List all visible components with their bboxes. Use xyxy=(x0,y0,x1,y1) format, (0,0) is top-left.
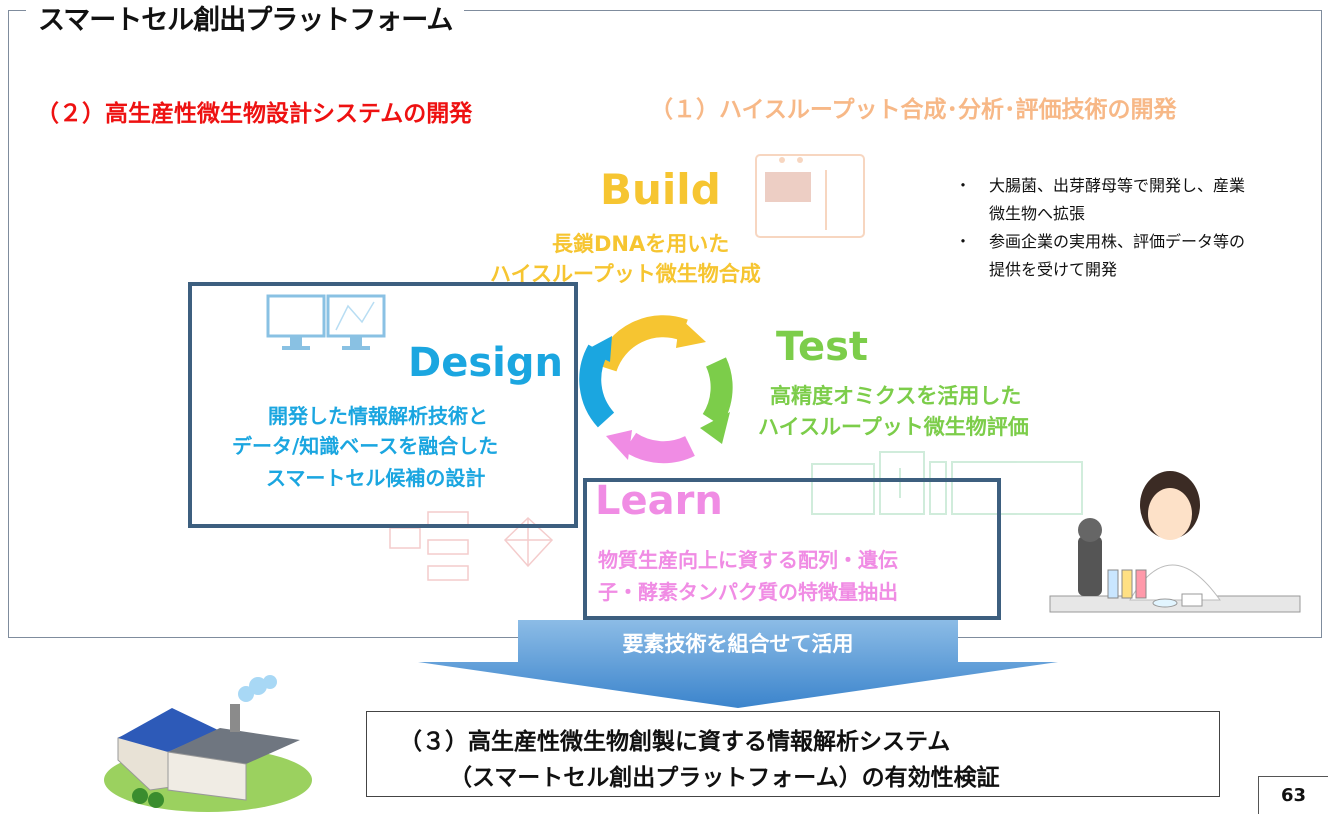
pdca-cycle xyxy=(579,315,733,464)
bullet-mark: ・ xyxy=(955,176,972,195)
arrow-label: 要素技術を組合せて活用 xyxy=(622,632,854,656)
design-heading: Design xyxy=(408,340,563,386)
result-line1: （３）高生産性微生物創製に資する情報解析システム xyxy=(399,729,951,755)
bullet-text: 参画企業の実用株、評価データ等の提供を受けて開発 xyxy=(989,232,1246,279)
combine-arrow xyxy=(418,620,1058,708)
page-number-box: 63 xyxy=(1258,776,1328,814)
lab-equipment-icon xyxy=(811,451,1083,515)
learn-heading: Learn xyxy=(595,478,723,524)
section-2-heading: （２）高生産性微生物設計システムの開発 xyxy=(36,101,473,127)
monitors-icon xyxy=(266,294,386,350)
bullet-text: 大腸菌、出芽酵母等で開発し、産業微生物へ拡張 xyxy=(989,176,1246,223)
bullet-list: ・ 大腸菌、出芽酵母等で開発し、産業微生物へ拡張 ・ 参画企業の実用株、評価デー… xyxy=(955,172,1254,284)
build-heading: Build xyxy=(600,165,721,214)
learn-box xyxy=(583,478,1001,620)
section-1-heading: （１）ハイスループット合成･分析･評価技術の開発 xyxy=(650,97,1177,123)
design-line3: スマートセル候補の設計 xyxy=(266,466,486,490)
test-line2: ハイスループット微生物評価 xyxy=(758,415,1029,439)
result-box: （３）高生産性微生物創製に資する情報解析システム （スマートセル創出プラットフォ… xyxy=(366,711,1220,797)
platform-title: スマートセル創出プラットフォーム xyxy=(26,0,465,42)
test-heading: Test xyxy=(776,324,869,370)
design-line1: 開発した情報解析技術と xyxy=(268,404,488,428)
design-line2: データ/知識ベースを融合した xyxy=(232,434,499,458)
factory-illustration xyxy=(104,675,312,812)
result-line2: （スマートセル創出プラットフォーム）の有効性検証 xyxy=(449,765,1000,791)
page-number: 63 xyxy=(1280,785,1307,806)
bullet-item: ・ 参画企業の実用株、評価データ等の提供を受けて開発 xyxy=(955,228,1254,284)
synthesizer-icon xyxy=(755,154,865,238)
bullet-item: ・ 大腸菌、出芽酵母等で開発し、産業微生物へ拡張 xyxy=(955,172,1254,228)
design-box xyxy=(188,282,578,528)
build-line1: 長鎖DNAを用いた xyxy=(552,232,730,256)
bullet-mark: ・ xyxy=(955,232,972,251)
learn-line2: 子・酵素タンパク質の特徴量抽出 xyxy=(598,580,898,604)
scientist-illustration xyxy=(1049,471,1301,613)
learn-line1: 物質生産向上に資する配列・遺伝 xyxy=(598,548,898,572)
test-line1: 高精度オミクスを活用した xyxy=(770,384,1022,408)
